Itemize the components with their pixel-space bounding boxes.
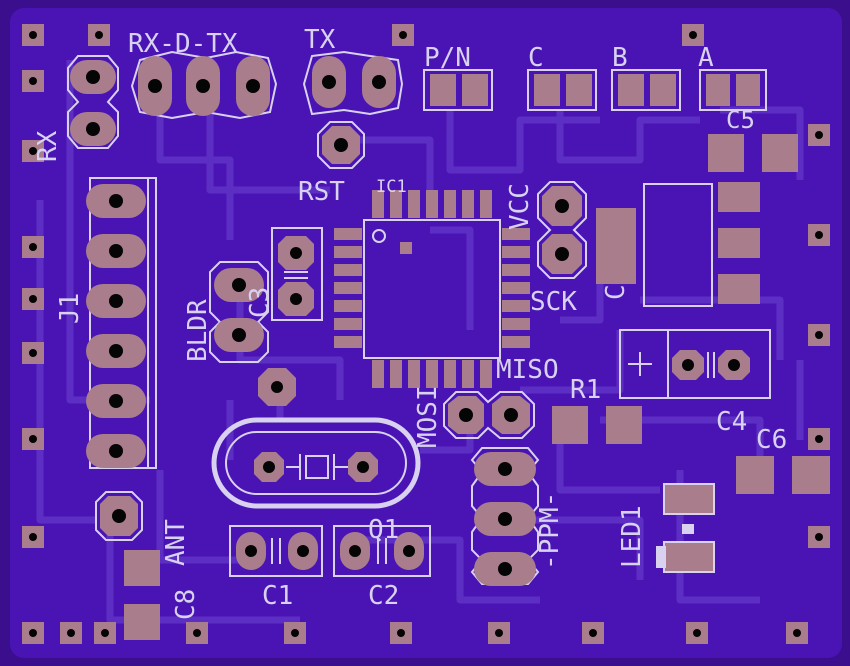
- label-c1: C1: [262, 581, 293, 611]
- label-c: C: [528, 43, 544, 73]
- label-ic1: IC1: [376, 177, 407, 197]
- voltage-regulator: [643, 182, 760, 307]
- crystal-oscillator: [211, 417, 421, 509]
- r1-resistor: [552, 406, 642, 444]
- label-mosi: MOSI: [413, 385, 443, 448]
- vcc-sck-pads: [537, 181, 587, 279]
- label-c3: C3: [245, 287, 275, 318]
- label-rx: RX: [33, 130, 63, 162]
- label-c5: C5: [726, 106, 755, 134]
- c6-capacitor: [736, 456, 830, 494]
- c2-capacitor: [333, 525, 431, 577]
- c4-capacitor: [619, 329, 771, 399]
- bldr-header: [209, 261, 269, 363]
- label-r1: R1: [570, 375, 601, 405]
- label-vcc: VCC: [505, 183, 535, 230]
- j1-header: [86, 177, 157, 469]
- label-led1: LED1: [617, 505, 647, 568]
- via-pad: [258, 368, 296, 406]
- label-sck: SCK: [530, 287, 577, 317]
- label-rst: RST: [298, 177, 345, 207]
- label-ppm: -PPM-: [535, 492, 565, 570]
- label-c2: C2: [368, 581, 399, 611]
- tx-header: [302, 50, 404, 116]
- miso-mosi-pads: [443, 391, 535, 439]
- label-a: A: [698, 43, 714, 73]
- label-c6: C6: [756, 425, 787, 455]
- ant-pad: [95, 491, 143, 541]
- c5-capacitor: [708, 134, 798, 172]
- c8-capacitor: [124, 550, 160, 640]
- label-q1: Q1: [368, 515, 399, 545]
- label-ant: ANT: [161, 519, 191, 566]
- label-c7: C: [601, 284, 631, 300]
- edge-via-holes: [29, 31, 823, 637]
- board-copper-pour: [10, 8, 842, 658]
- rx-header: [67, 55, 119, 149]
- label-c8: C8: [171, 589, 201, 620]
- c1-capacitor: [229, 525, 323, 577]
- ic1-chip: [334, 190, 530, 388]
- ppm-header: [470, 447, 540, 586]
- silkscreen-labels: RX-D-TX TX P/N C B A C5 RX RST IC1 VCC J…: [33, 25, 787, 620]
- label-pn: P/N: [424, 43, 471, 73]
- rx-d-tx-header: [130, 50, 278, 120]
- c7-capacitor: [596, 208, 636, 284]
- label-b: B: [612, 43, 628, 73]
- label-tx: TX: [304, 25, 336, 55]
- label-j1: J1: [55, 293, 85, 324]
- label-miso: MISO: [496, 355, 559, 385]
- rst-pad: [317, 121, 365, 169]
- label-rx-d-tx: RX-D-TX: [128, 29, 238, 59]
- led1: [656, 483, 715, 573]
- label-bldr: BLDR: [183, 299, 213, 362]
- jumper-pads: [423, 69, 767, 111]
- c3-capacitor: [271, 227, 323, 321]
- label-c4: C4: [716, 407, 747, 437]
